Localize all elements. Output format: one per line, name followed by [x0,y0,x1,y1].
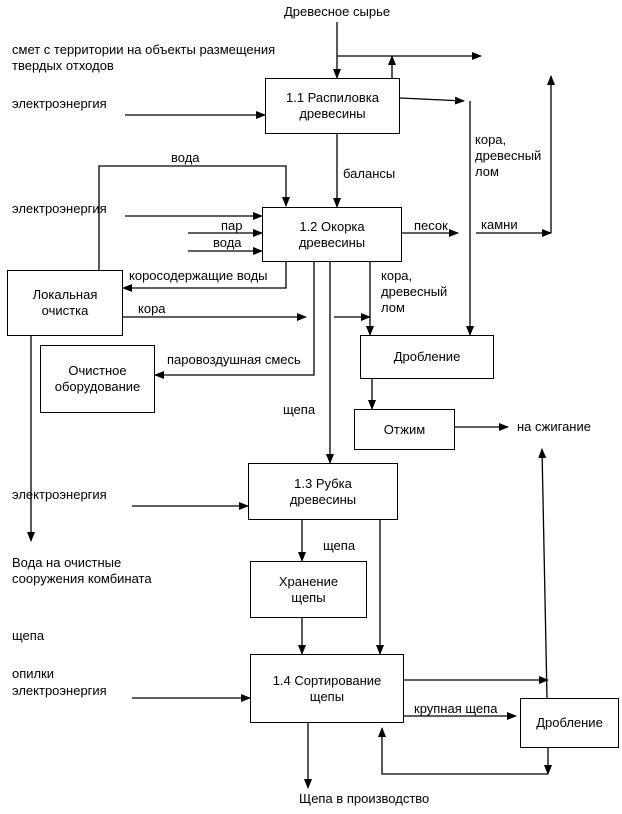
cleaning-equipment-box: Очистное оборудование [40,345,155,413]
label-bark-mid: кора, древесный лом [381,268,448,315]
label-steam: пар [221,218,243,233]
label-water-top: вода [171,150,200,165]
label-bark-top: кора, древесный лом [475,132,542,179]
crushing-box-1: Дробление [360,335,494,379]
label-stones: камни [481,217,518,232]
label-power-3: электроэнергия [12,487,107,502]
label-steam-air: паровоздушная смесь [167,352,301,367]
label-sawdust: опилки [12,666,55,681]
process-sorting: 1.4 Сортирование щепы [250,654,404,723]
label-chips-2: щепа [323,538,356,553]
press-box: Отжим [354,409,455,450]
steam-air-line [154,262,315,379]
label-chips-3: щепа [12,628,45,643]
label-bark: кора [138,301,166,316]
label-chips-production: Щепа в производство [299,791,430,806]
process-debarking: 1.2 Окорка древесины [262,207,402,262]
chips-storage-box: Хранение щепы [250,561,367,618]
label-raw-wood: Древесное сырье [284,4,391,19]
label-power-1: электроэнергия [12,96,107,111]
process-sawing: 1.1 Распиловка древесины [265,78,400,134]
label-chips-1: щепа [283,402,316,417]
label-water-out: Вода на очистные сооружения комбината [12,555,152,586]
process-chopping: 1.3 Рубка древесины [248,463,398,520]
label-power-2: электроэнергия [12,201,107,216]
label-bark-water: коросодержащие воды [129,268,268,283]
label-waste-sites: смет с территории на объекты размещения … [12,42,276,73]
return-loop-line [378,727,548,775]
label-power-4: электроэнергия [12,683,107,698]
bark-top-line [399,96,465,105]
local-cleaning-box: Локальная очистка [7,270,123,336]
label-sand: песок [414,218,448,233]
label-water-2: вода [213,235,242,250]
label-balances: балансы [343,166,396,181]
water-loop-line [98,165,290,270]
crushing-box-2: Дробление [520,698,619,748]
label-to-burn: на сжигание [517,419,591,434]
label-coarse-chips: крупная щепа [414,701,498,716]
bark-water-line [122,262,287,292]
